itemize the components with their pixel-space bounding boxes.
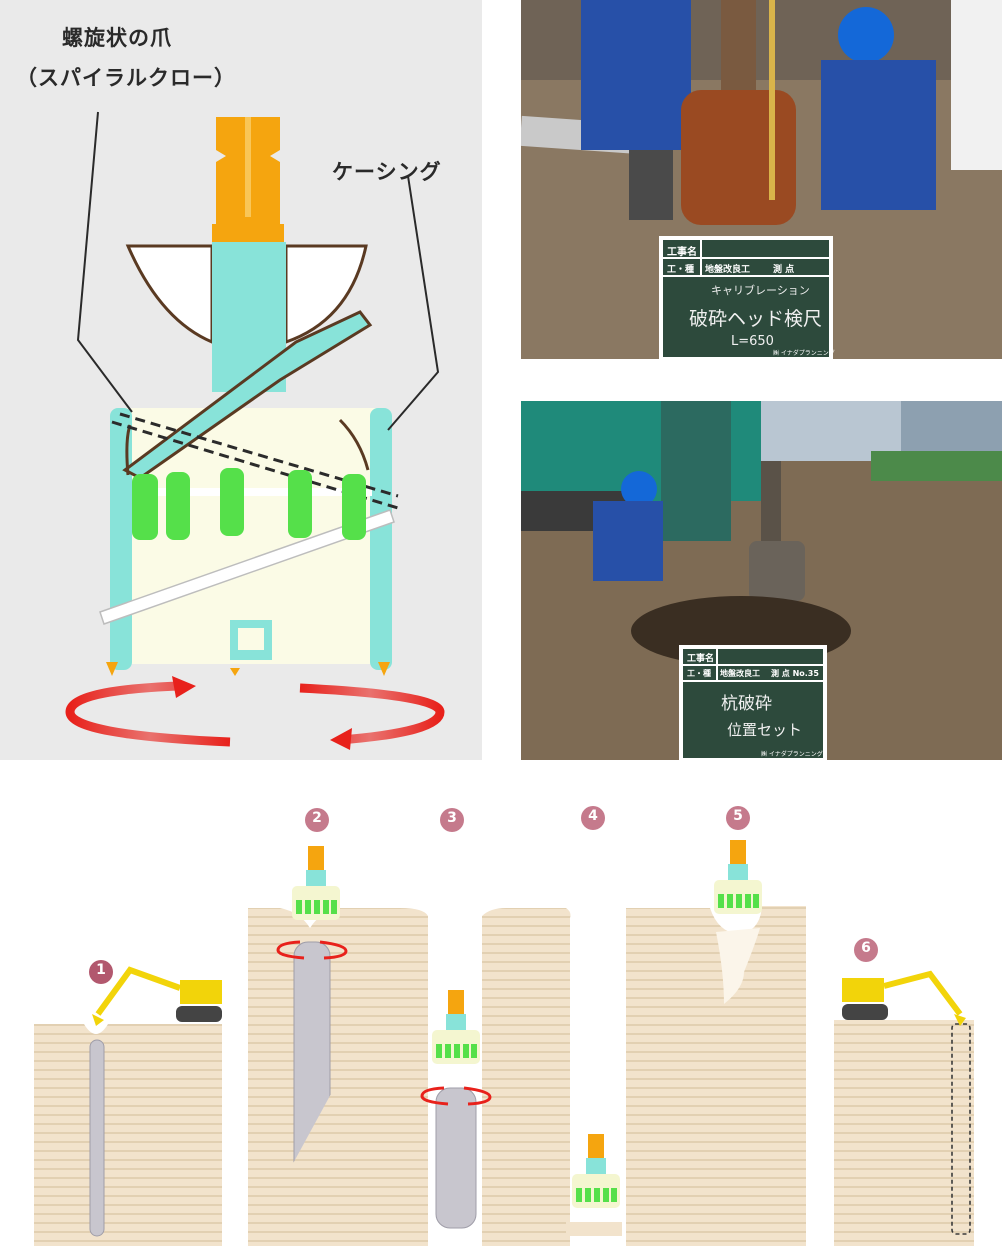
step-3-number: 3 <box>447 810 457 826</box>
casing-diagram-panel: 螺旋状の爪 （スパイラルクロー） ケーシング <box>0 0 482 760</box>
step-1-number: 1 <box>96 962 106 978</box>
step-1-excavator <box>92 966 222 1026</box>
info-board-top <box>659 236 833 359</box>
board-top-line3: L=650 <box>731 334 774 349</box>
drive-shaft <box>212 117 284 244</box>
step-2-number: 2 <box>312 810 322 826</box>
step-3-head <box>420 990 492 1106</box>
spiral-claw-teeth <box>132 468 366 540</box>
board-top-row2-point: 測 点 <box>773 265 795 275</box>
process-steps-panel: 1 2 3 4 5 6 <box>0 792 1002 1246</box>
board-bottom-row2-value: 地盤改良工 <box>720 669 760 678</box>
step-5-number: 5 <box>733 808 743 824</box>
process-steps-diagram <box>34 806 974 1246</box>
label-casing: ケーシング <box>332 160 442 184</box>
label-spiral-claw-kana: （スパイラルクロー） <box>16 66 236 90</box>
photo-scene-calibration <box>521 0 1002 359</box>
board-bottom-footer: ㈱ イナダプランニング <box>761 751 823 758</box>
board-top-footer: ㈱ イナダプランニング <box>773 350 835 357</box>
site-photo-calibration: 工事名 工・種 地盤改良工 測 点 キャリブレーション 破砕ヘッド検尺 L=65… <box>521 0 1002 359</box>
step-4-head <box>572 1134 620 1208</box>
step-6-number: 6 <box>861 940 871 956</box>
board-top-row2-label: 工・種 <box>667 265 695 275</box>
step-1-ground <box>34 1024 222 1246</box>
casing-body <box>106 408 392 676</box>
site-photo-position-set: 工事名 工・種 地盤改良工 測 点 No.35 杭破砕 位置セット ㈱ イナダプ… <box>521 401 1002 760</box>
step-6-excavator <box>842 970 966 1026</box>
board-top-row2-value: 地盤改良工 <box>705 265 751 275</box>
board-bottom-row2-label: 工・種 <box>687 669 711 678</box>
board-top-line2: 破砕ヘッド検尺 <box>689 308 823 330</box>
rotation-arrow <box>65 676 445 750</box>
board-bottom-line2: 位置セット <box>727 721 803 739</box>
board-top-row1-label: 工事名 <box>667 247 697 258</box>
leader-lines <box>76 111 440 431</box>
label-spiral-claw: 螺旋状の爪 <box>62 26 172 50</box>
info-board-bottom <box>679 645 827 760</box>
board-top-line1: キャリブレーション <box>711 284 810 297</box>
step-badges <box>89 806 878 984</box>
board-bottom-row2-point: 測 点 No.35 <box>771 669 819 678</box>
steps-2-5-ground <box>248 906 806 1246</box>
step-4-number: 4 <box>588 808 598 824</box>
upper-wing <box>125 242 368 392</box>
photo-scene-position-set <box>521 401 1002 760</box>
casing-diagram <box>65 111 445 750</box>
step-6-ground <box>834 1020 974 1246</box>
step-5-head <box>714 840 762 914</box>
board-bottom-line1: 杭破砕 <box>721 694 772 714</box>
board-bottom-row1-label: 工事名 <box>687 654 715 664</box>
